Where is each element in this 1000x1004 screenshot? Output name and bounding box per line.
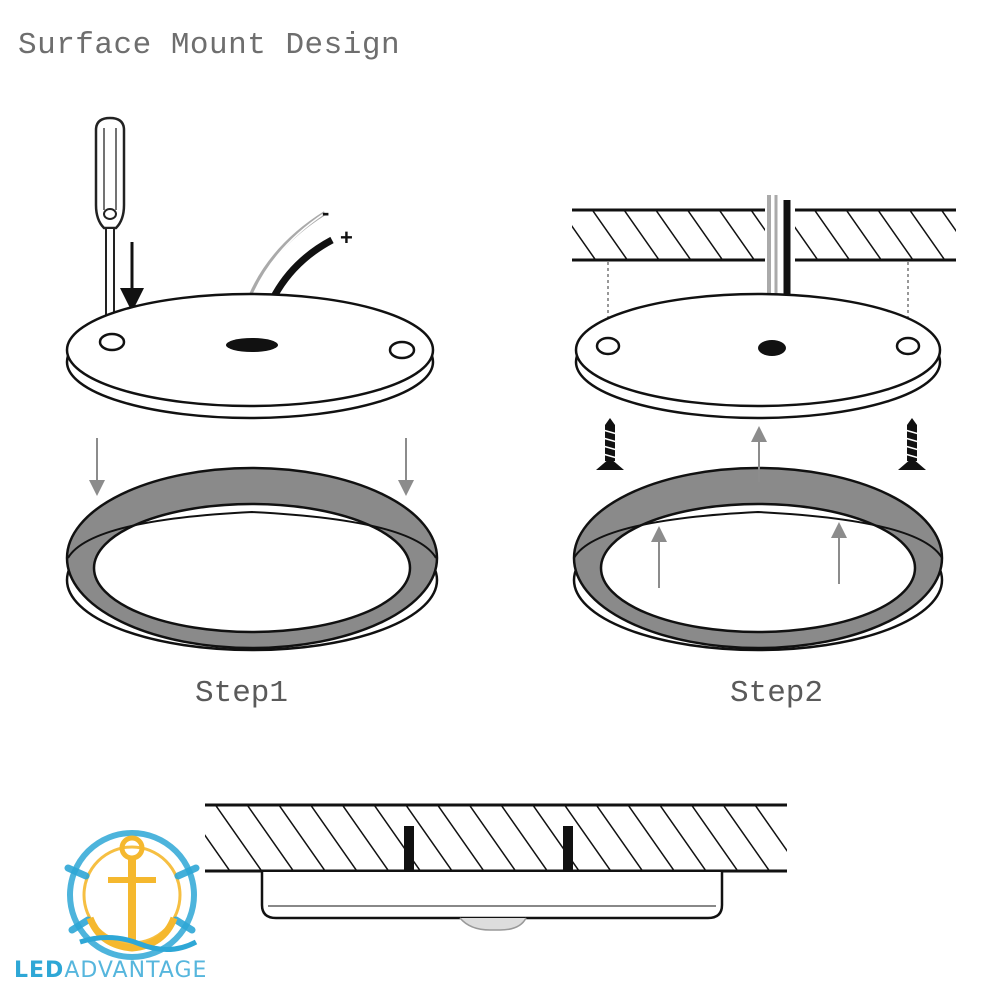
step2-illustration xyxy=(572,195,956,652)
step1-label: Step1 xyxy=(195,676,289,711)
ceiling-section xyxy=(572,208,956,262)
lamp-ring xyxy=(572,466,944,652)
installed-view xyxy=(205,803,787,931)
screw-icon xyxy=(898,418,926,470)
page-title: Surface Mount Design xyxy=(18,28,401,63)
brand-part2: ADVANTAGE xyxy=(64,958,208,983)
screwdriver-icon xyxy=(94,116,126,337)
negative-label: - xyxy=(322,200,329,225)
led-advantage-logo xyxy=(64,830,200,960)
brand-part1: LED xyxy=(14,958,65,983)
step2-label: Step2 xyxy=(730,676,824,711)
base-plate xyxy=(574,292,942,420)
lamp-ring xyxy=(65,466,439,652)
screw-icon xyxy=(596,418,624,470)
step1-illustration: - + xyxy=(65,116,439,652)
positive-label: + xyxy=(340,225,353,250)
brand-wordmark: LEDADVANTAGE xyxy=(14,958,207,983)
base-plate xyxy=(65,292,435,420)
